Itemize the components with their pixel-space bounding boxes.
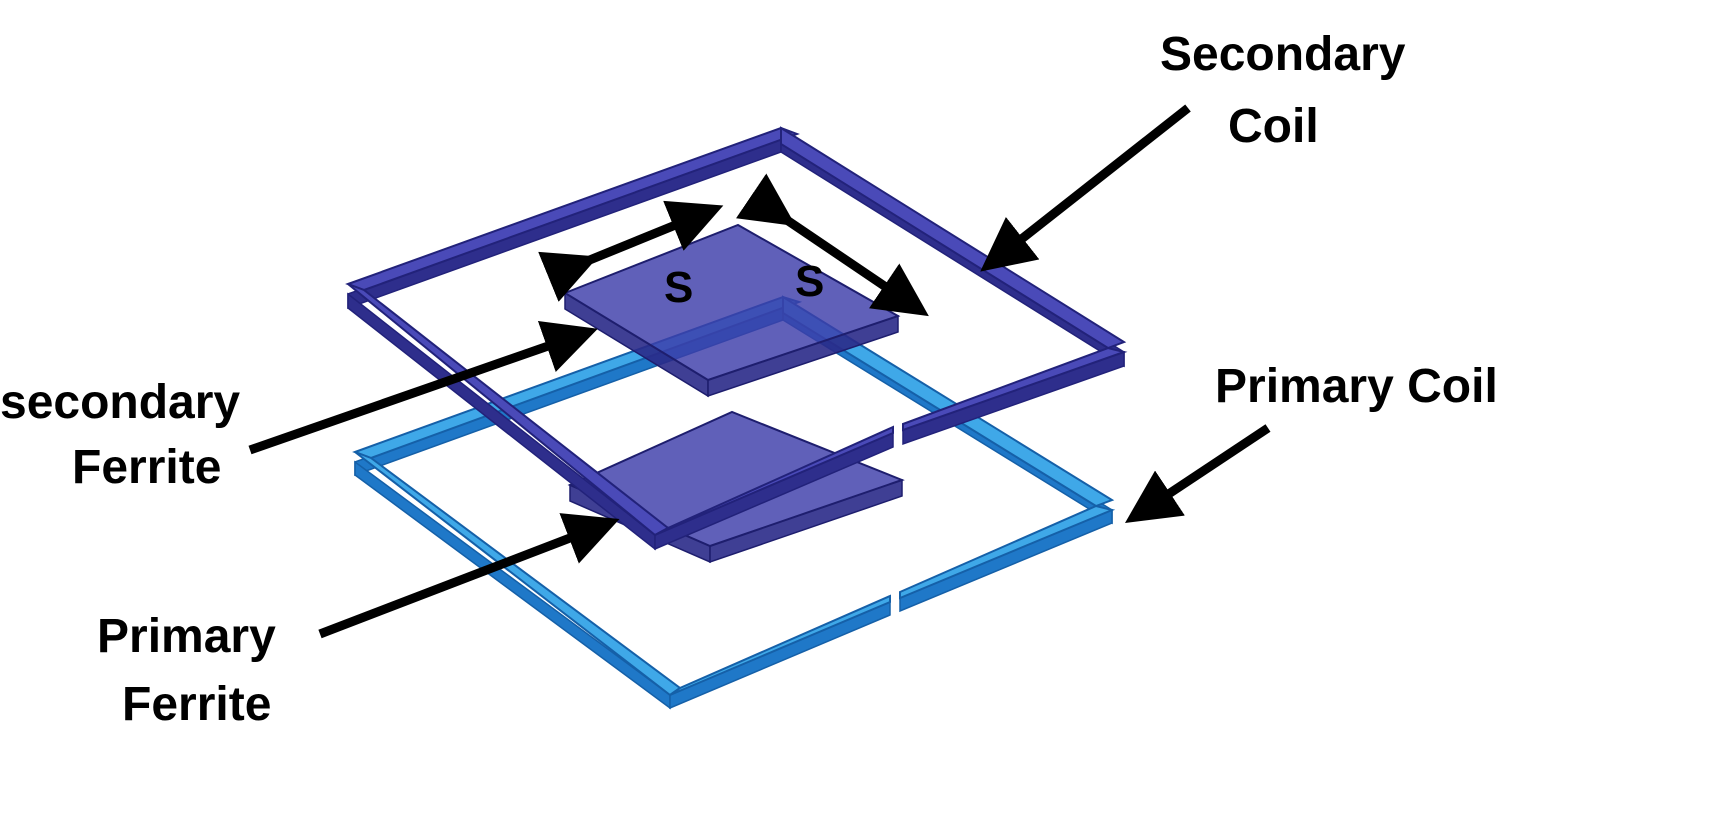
- secondary-coil-front-right-b: [902, 346, 1128, 432]
- primary-coil: [352, 295, 1116, 710]
- primary-coil-front-right-b-side: [899, 508, 1113, 613]
- spacing-label-left: S: [664, 263, 693, 312]
- primary-coil-front-right-a-side: [669, 600, 891, 710]
- primary-coil-front-right-a: [669, 594, 891, 696]
- primary-ferrite-top: [567, 410, 905, 548]
- secondary-coil-front-right-a: [654, 425, 894, 536]
- primary-ferrite-pointer-arrow: [318, 513, 620, 639]
- secondary-ferrite-label-line1: secondary: [0, 376, 240, 429]
- secondary-ferrite-label-line2: Ferrite: [72, 441, 221, 494]
- secondary-ferrite-pointer-arrow: [248, 320, 598, 455]
- secondary-coil-label-line2: Coil: [1228, 100, 1319, 153]
- primary-coil-pointer-arrow: [1125, 424, 1271, 523]
- secondary-coil-label-line1: Secondary: [1160, 28, 1406, 81]
- spacing-label-right: S: [795, 257, 824, 306]
- primary-ferrite: [567, 410, 905, 564]
- primary-ferrite-label-line2: Ferrite: [122, 678, 271, 731]
- primary-coil-label: Primary Coil: [1215, 360, 1498, 413]
- spacing-arrow-left: [538, 200, 724, 302]
- primary-ferrite-label-line1: Primary: [97, 610, 276, 663]
- secondary-coil-pointer-arrow: [980, 104, 1191, 272]
- spacing-arrow-right: [736, 173, 929, 317]
- primary-coil-front-right-b: [899, 504, 1116, 600]
